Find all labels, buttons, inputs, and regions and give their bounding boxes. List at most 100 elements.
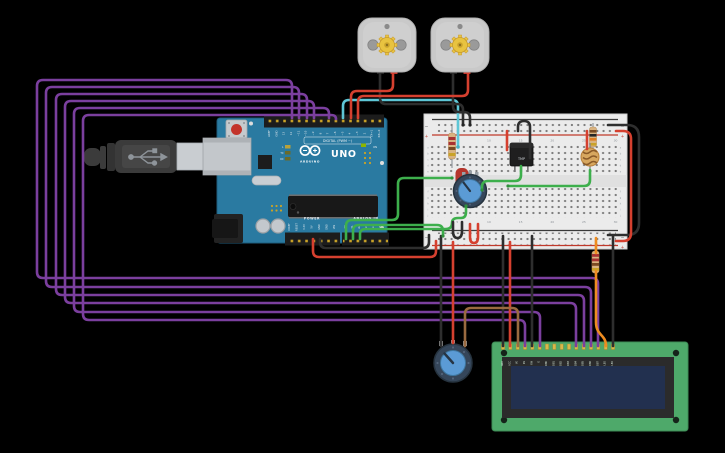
- wire-d9-lcd-db4[interactable]: [63, 99, 578, 348]
- icsp-header-left[interactable]: [270, 204, 283, 212]
- row-letter: e: [427, 171, 429, 174]
- lcd-pin-label: LED: [604, 361, 607, 366]
- wire-a0-pot[interactable]: [344, 176, 454, 241]
- atmega-chip[interactable]: [288, 194, 378, 219]
- digital-pin-label: RX←0: [377, 129, 381, 137]
- lcd-pin-label: DB7: [596, 360, 599, 365]
- column-number: 15: [519, 220, 523, 224]
- analog-pin-label: A2: [357, 225, 361, 229]
- barrel-jack[interactable]: [212, 214, 243, 243]
- rail-holes[interactable]: [436, 238, 616, 245]
- lcd-pin-label: GND: [501, 361, 504, 366]
- lcd-pin-label: RW: [530, 360, 533, 365]
- dc-motor-2[interactable]: [430, 17, 490, 74]
- motor-gear-icon: [449, 34, 471, 56]
- wire-pot-lcd-v0[interactable]: [463, 306, 520, 348]
- column-number: 20: [550, 220, 554, 224]
- digital-pin-label: 13: [282, 132, 286, 136]
- wire-jumper-black[interactable]: [451, 220, 464, 240]
- row-letter: i: [620, 209, 621, 212]
- resistor-ldr[interactable]: [589, 123, 597, 150]
- digital-pin-label: 4: [348, 132, 352, 134]
- wire-d7-lcd-e[interactable]: [72, 106, 542, 348]
- rail-holes[interactable]: [436, 122, 616, 128]
- digital-pin-label: AREF: [267, 130, 271, 137]
- lcd-pin-label: DB6: [589, 360, 592, 365]
- power-pin-label: GND: [317, 224, 321, 230]
- row-letter: c: [427, 159, 429, 162]
- wire-tmp-out[interactable]: [480, 164, 523, 192]
- analog-pin-label: A1: [350, 225, 354, 229]
- arduino-brand-text: ARDUINO: [300, 160, 320, 164]
- row-letter: f: [428, 191, 429, 194]
- digital-label-box: [303, 136, 372, 145]
- rail-minus-marker: −: [621, 125, 625, 130]
- potentiometer-breadboard[interactable]: [452, 170, 488, 209]
- digital-header-holes[interactable]: [266, 115, 384, 127]
- column-number: 15: [519, 139, 523, 143]
- lcd-pin-label: DB1: [552, 360, 555, 365]
- wire-motor1-positive-d4[interactable]: [349, 72, 395, 120]
- on-led: [361, 143, 366, 147]
- wire-motor2-negative[interactable]: [451, 72, 472, 127]
- wire-jumper-red[interactable]: [468, 222, 480, 245]
- column-number: 10: [487, 139, 491, 143]
- wire-backlight-lcd[interactable]: [594, 269, 608, 348]
- digital-pin-label: 8: [318, 132, 322, 134]
- icsp-header-right[interactable]: [363, 151, 372, 165]
- row-letter: h: [620, 203, 622, 206]
- wire-rail-wrap-positive[interactable]: [614, 129, 633, 243]
- rail-holes[interactable]: [436, 128, 616, 134]
- on-led-label: ON: [373, 145, 377, 149]
- usb-cable[interactable]: [84, 137, 252, 176]
- digital-pin-label: ~6: [333, 131, 337, 135]
- usb-jack: [202, 137, 252, 176]
- row-letter: d: [427, 165, 429, 168]
- rail-holes[interactable]: [436, 232, 616, 239]
- row-letter: j: [619, 215, 621, 218]
- rail-plus-marker: +: [621, 245, 625, 251]
- power-pin-label: RESET: [295, 223, 299, 231]
- column-number: 25: [582, 139, 586, 143]
- digital-pin-label: 2: [362, 132, 366, 134]
- wire-d10-lcd-db5[interactable]: [54, 92, 586, 348]
- lcd-pin-label: VCC: [508, 361, 511, 366]
- dc-motor-1[interactable]: [357, 17, 417, 74]
- digital-pin-label: ~9: [311, 131, 315, 135]
- crystal-oscillator: [251, 175, 282, 186]
- arduino-model-text: UNO: [331, 149, 357, 160]
- photoresistor[interactable]: [580, 143, 600, 171]
- wire-5v-rail[interactable]: [311, 237, 438, 259]
- cable-end-nub: [84, 148, 101, 166]
- lcd-screw-hole: [500, 416, 508, 424]
- analog-header-holes[interactable]: [343, 233, 388, 245]
- wire-ldr-junction[interactable]: [506, 168, 592, 188]
- reset-button[interactable]: [225, 119, 248, 140]
- digital-section-label: DIGITAL (PWM ~): [323, 139, 353, 143]
- wire-d11-lcd-db6[interactable]: [44, 85, 593, 348]
- wire-end-caps: [441, 123, 510, 238]
- wire-motor2-positive-d3[interactable]: [356, 72, 470, 120]
- rail-plus-marker: +: [425, 134, 429, 140]
- digital-pin-label: ~5: [340, 131, 344, 135]
- rail-minus-marker: −: [425, 236, 429, 241]
- wire-d6-lcd-rs[interactable]: [81, 113, 527, 348]
- column-number: 30: [614, 139, 618, 143]
- analog-section-label: ANALOG IN: [353, 217, 378, 221]
- rail-plus-marker: +: [621, 134, 625, 140]
- lcd-screen: [511, 366, 665, 409]
- resistor-led[interactable]: [448, 126, 456, 168]
- potentiometer-lcd[interactable]: [433, 340, 473, 383]
- tmp36-sensor[interactable]: TMP: [509, 142, 534, 172]
- wire-motor1-negative[interactable]: [378, 72, 465, 127]
- lcd-pin-label: DB3: [567, 360, 570, 365]
- digital-pin-label: ~3: [355, 131, 359, 135]
- wire-gnd-rail[interactable]: [318, 233, 431, 250]
- wire-tmp-arc[interactable]: [516, 119, 532, 160]
